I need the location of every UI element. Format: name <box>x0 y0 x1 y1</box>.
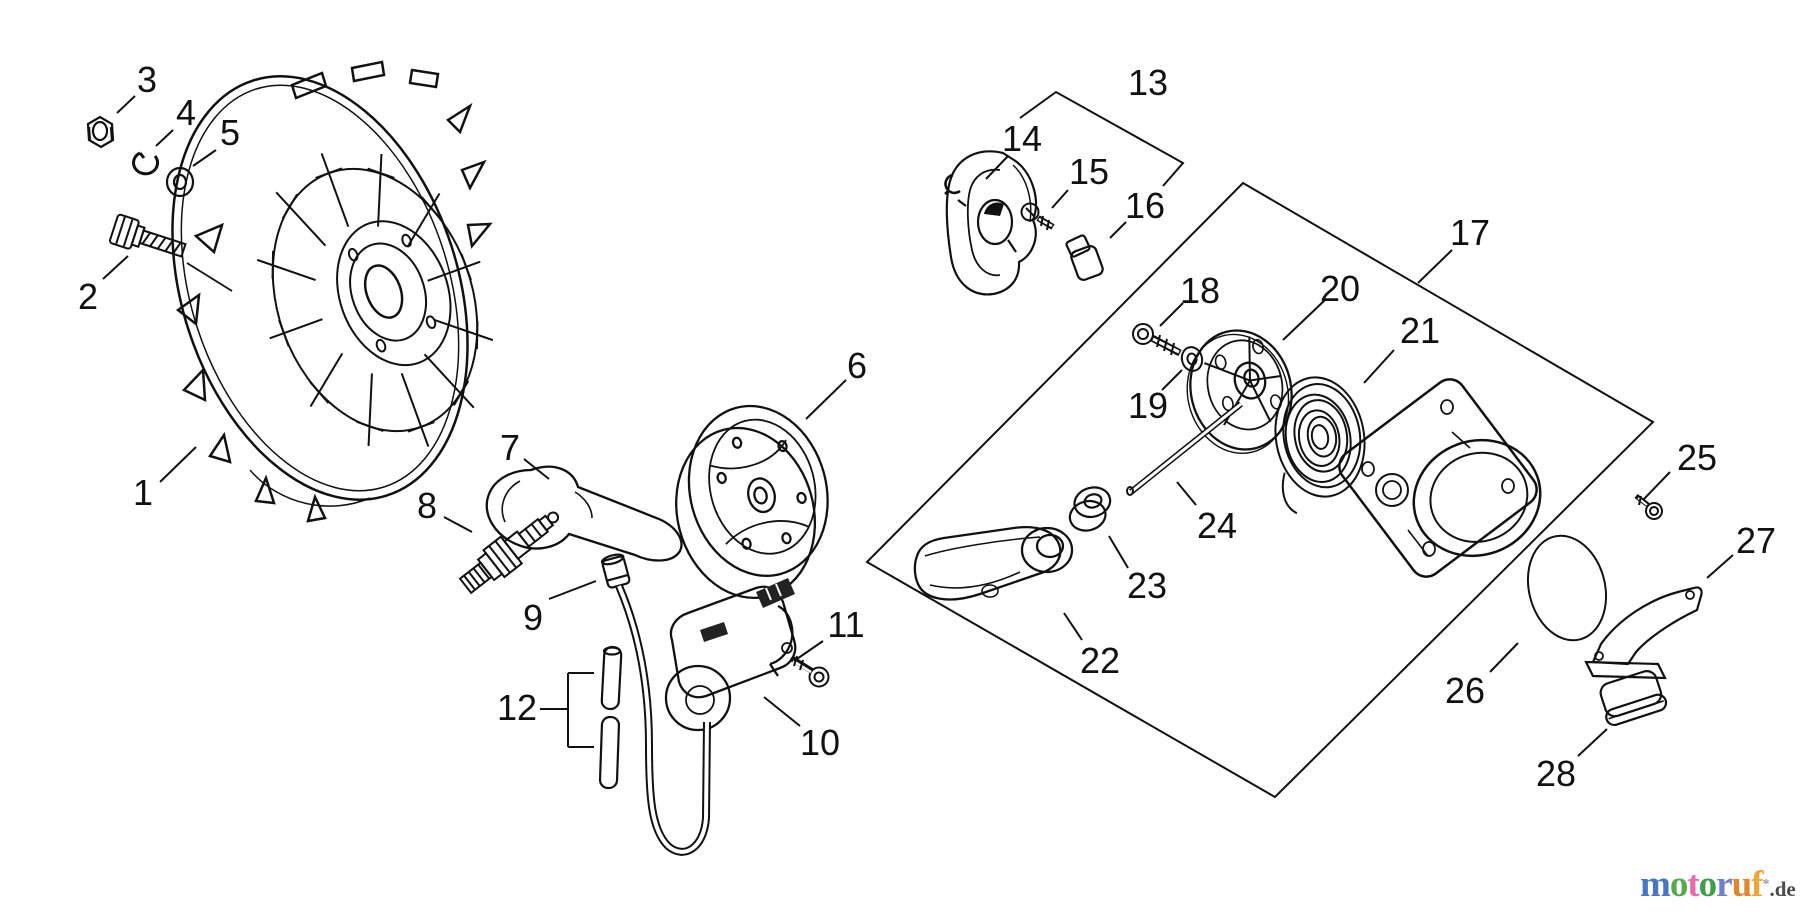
coil-screw <box>789 655 830 688</box>
callout-19[interactable]: 19 <box>1128 385 1168 426</box>
motoruf-logo[interactable]: motoruf*.de <box>1640 866 1800 908</box>
callout-24[interactable]: 24 <box>1197 505 1237 546</box>
watermark-letter: r <box>1716 864 1732 905</box>
watermark-letter: o <box>1669 864 1688 905</box>
guard-bracket <box>1584 586 1703 680</box>
watermark-suffix: .de <box>1769 877 1796 901</box>
housing-screw <box>1634 494 1663 520</box>
fan-spoke-wheel <box>256 153 494 447</box>
callout-4[interactable]: 4 <box>176 92 196 133</box>
watermark-letter: f <box>1751 864 1763 905</box>
watermark-letter: t <box>1687 864 1699 905</box>
callout-12[interactable]: 12 <box>497 687 537 728</box>
callout-9[interactable]: 9 <box>523 597 543 638</box>
rubber-cap <box>1599 670 1668 727</box>
sleeve-tubes <box>598 645 623 790</box>
callout-11[interactable]: 11 <box>827 604 864 645</box>
callout-26[interactable]: 26 <box>1445 670 1485 711</box>
mount-bolt <box>109 213 187 258</box>
rope-bushing <box>1068 486 1112 532</box>
leader-lines <box>102 90 1734 757</box>
spark-plug <box>458 511 560 595</box>
flat-washer <box>165 166 195 198</box>
ignition-coil <box>664 578 797 732</box>
callout-10[interactable]: 10 <box>800 722 840 763</box>
callout-18[interactable]: 18 <box>1180 270 1220 311</box>
callout-27[interactable]: 27 <box>1736 520 1776 561</box>
starter-housing <box>1338 378 1542 578</box>
callout-14[interactable]: 14 <box>1002 118 1042 159</box>
watermark-letter: u <box>1731 864 1753 905</box>
spark-plug-cap <box>485 465 683 562</box>
callout-21[interactable]: 21 <box>1400 310 1440 351</box>
reel-bolt <box>1132 323 1182 357</box>
watermark-letter: o <box>1698 864 1717 905</box>
recoil-spring <box>1274 376 1366 515</box>
callout-22[interactable]: 22 <box>1080 640 1120 681</box>
lock-washer <box>132 151 160 176</box>
callout-28[interactable]: 28 <box>1536 753 1576 794</box>
watermark-letter: m <box>1640 864 1671 905</box>
callout-6[interactable]: 6 <box>847 345 867 386</box>
magneto-rotor <box>675 404 829 600</box>
callout-3[interactable]: 3 <box>137 59 157 100</box>
callout-15[interactable]: 15 <box>1069 151 1109 192</box>
callout-7[interactable]: 7 <box>500 427 520 468</box>
callout-16[interactable]: 16 <box>1125 185 1165 226</box>
watermark-asterisk: * <box>1762 877 1770 892</box>
callout-2[interactable]: 2 <box>78 276 98 317</box>
callout-25[interactable]: 25 <box>1677 437 1717 478</box>
fan-flywheel <box>171 60 494 523</box>
plug-terminal-sleeve <box>600 553 631 589</box>
spark-plug-wire <box>615 584 711 856</box>
o-ring <box>1526 534 1608 642</box>
callout-5[interactable]: 5 <box>220 112 240 153</box>
starter-assembly-outline <box>865 181 1655 799</box>
callout-8[interactable]: 8 <box>417 485 437 526</box>
pawl-screw <box>1020 202 1055 231</box>
flange-nut <box>86 115 115 149</box>
callout-1[interactable]: 1 <box>133 472 153 513</box>
circlip <box>944 173 961 195</box>
starter-handle <box>913 526 1074 601</box>
starter-pawl <box>1065 234 1104 281</box>
callout-23[interactable]: 23 <box>1127 565 1167 606</box>
pawl-assembly <box>945 150 1038 296</box>
starter-rope-rod <box>1126 401 1243 496</box>
callout-13[interactable]: 13 <box>1128 62 1168 103</box>
watermark-word: motoruf <box>1640 864 1764 905</box>
starter-reel <box>1186 329 1293 455</box>
callout-17[interactable]: 17 <box>1450 212 1490 253</box>
callout-20[interactable]: 20 <box>1320 268 1360 309</box>
